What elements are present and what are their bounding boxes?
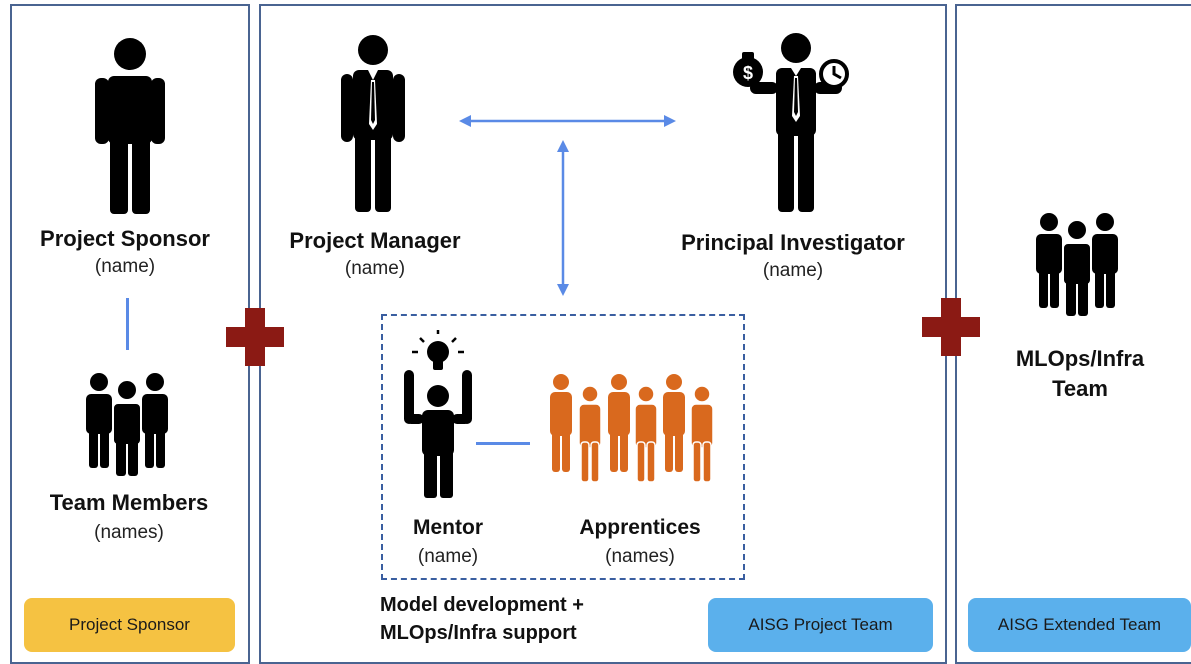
vertical-connector-arrow bbox=[557, 140, 569, 296]
project-sponsor-name: (name) bbox=[94, 256, 156, 277]
plus-icon bbox=[922, 298, 980, 356]
apprentices-title: Apprentices bbox=[579, 516, 701, 539]
principal-investigator-icon: $ bbox=[733, 33, 849, 212]
aisg-project-team-badge: AISG Project Team bbox=[708, 598, 933, 652]
project-sponsor-badge: Project Sponsor bbox=[24, 598, 235, 652]
sponsor-connector-line bbox=[126, 298, 129, 350]
team-members-team-icon bbox=[86, 373, 168, 476]
principal-investigator-name: (name) bbox=[762, 260, 824, 281]
mlops-team-title-line-2: Team bbox=[1052, 376, 1108, 401]
caption-line-2: MLOps/Infra support bbox=[380, 622, 577, 644]
project-sponsor-person-icon bbox=[95, 38, 165, 214]
apprentices-names: (names) bbox=[605, 546, 675, 567]
team-members-title: Team Members bbox=[49, 490, 209, 515]
principal-investigator-title: Principal Investigator bbox=[681, 230, 905, 255]
mlops-team-title-line-1: MLOps/Infra bbox=[1015, 346, 1145, 371]
model-development-group bbox=[381, 314, 745, 580]
project-sponsor-title: Project Sponsor bbox=[40, 226, 210, 251]
extended-team-panel bbox=[955, 4, 1191, 664]
manager-investigator-arrow bbox=[459, 115, 676, 127]
project-manager-name: (name) bbox=[344, 258, 406, 279]
project-manager-businessman-icon bbox=[341, 35, 405, 212]
aisg-extended-team-badge: AISG Extended Team bbox=[968, 598, 1191, 652]
project-manager-title: Project Manager bbox=[289, 228, 461, 253]
mentor-icon bbox=[404, 330, 472, 498]
plus-icon bbox=[226, 308, 284, 366]
caption-line-1: Model development + bbox=[380, 594, 584, 616]
mentor-apprentices-connector bbox=[476, 442, 530, 445]
mentor-name: (name) bbox=[417, 546, 479, 567]
team-members-names: (names) bbox=[94, 522, 164, 543]
apprentices-icon bbox=[550, 374, 714, 483]
mlops-team-icon bbox=[1036, 213, 1118, 316]
mentor-title: Mentor bbox=[413, 516, 483, 539]
svg-text:$: $ bbox=[743, 63, 753, 83]
